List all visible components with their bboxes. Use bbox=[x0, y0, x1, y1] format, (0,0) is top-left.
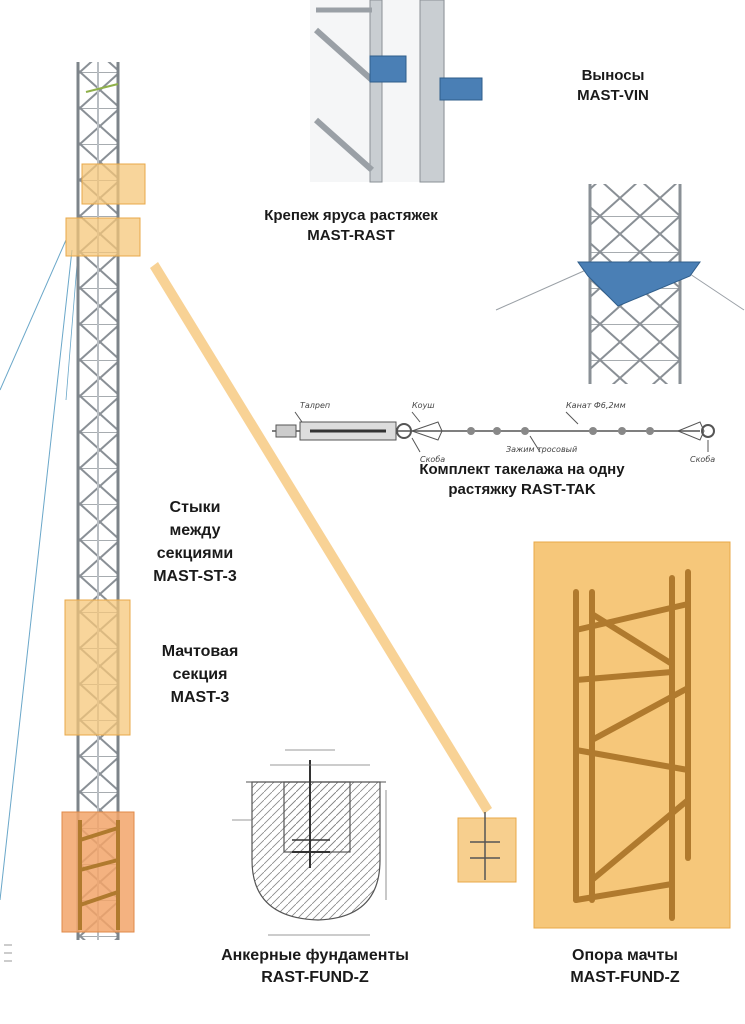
label-vin-title: Выносы bbox=[581, 67, 645, 84]
label-vin: Выносы MAST-VIN bbox=[548, 66, 678, 106]
label-fund-z-title: Анкерные фундаменты bbox=[221, 947, 409, 964]
label-st-1: Стыки bbox=[169, 499, 221, 516]
brace-illustration bbox=[495, 184, 745, 384]
label-tak-code: растяжку RAST-TAK bbox=[448, 481, 596, 498]
scale-marks bbox=[4, 944, 12, 962]
highlight-st bbox=[81, 163, 146, 205]
label-section-1: Мачтовая bbox=[161, 643, 239, 660]
label-section: Мачтовая секция MAST-3 bbox=[140, 640, 260, 709]
foundation-drawing bbox=[232, 749, 387, 936]
base-ladder bbox=[78, 820, 120, 930]
callout-turnbuckle: Талреп bbox=[300, 401, 330, 410]
label-section-2: секция bbox=[172, 666, 228, 683]
highlight-base bbox=[61, 811, 135, 933]
label-rast-title: Крепеж яруса растяжек bbox=[264, 207, 438, 224]
label-st-2: между bbox=[169, 522, 221, 539]
label-fund-z-code: RAST-FUND-Z bbox=[261, 969, 369, 986]
callout-shackle-2: Скоба bbox=[690, 455, 715, 464]
label-section-code: MAST-3 bbox=[170, 689, 230, 706]
callout-thimble: Коуш bbox=[412, 401, 435, 410]
label-tak-title: Комплект такелажа на одну bbox=[419, 461, 625, 478]
rigging-kit: Талреп Коуш Канат Ф6,2мм Скоба Зажим тро… bbox=[272, 401, 715, 464]
guy-band bbox=[150, 262, 492, 814]
support-frame bbox=[573, 569, 691, 921]
label-vin-code: MAST-VIN bbox=[577, 87, 649, 104]
label-rast: Крепеж яруса растяжек MAST-RAST bbox=[236, 206, 466, 246]
callout-cable: Канат Ф6,2мм bbox=[566, 401, 626, 410]
clamp-illustration bbox=[310, 0, 483, 183]
mast-tower bbox=[76, 62, 120, 940]
label-support: Опора мачты MAST-FUND-Z bbox=[540, 945, 710, 989]
callout-clamp: Зажим тросовый bbox=[506, 445, 577, 454]
label-rast-code: MAST-RAST bbox=[307, 227, 395, 244]
label-st-code: MAST-ST-3 bbox=[153, 568, 237, 585]
label-support-title: Опора мачты bbox=[572, 947, 678, 964]
label-fund-z: Анкерные фундаменты RAST-FUND-Z bbox=[190, 945, 440, 989]
highlight-anchor bbox=[457, 817, 517, 883]
label-tak: Комплект такелажа на одну растяжку RAST-… bbox=[402, 460, 642, 500]
label-st-3: секциями bbox=[156, 545, 234, 562]
support-highlight bbox=[533, 541, 731, 929]
anchor-rod bbox=[470, 812, 500, 880]
highlight-section bbox=[64, 599, 131, 736]
label-support-code: MAST-FUND-Z bbox=[570, 969, 680, 986]
guy-lines-left bbox=[0, 239, 79, 901]
callout-shackle-1: Скоба bbox=[420, 455, 445, 464]
label-st: Стыки между секциями MAST-ST-3 bbox=[130, 496, 260, 588]
highlight-rast bbox=[65, 217, 141, 257]
